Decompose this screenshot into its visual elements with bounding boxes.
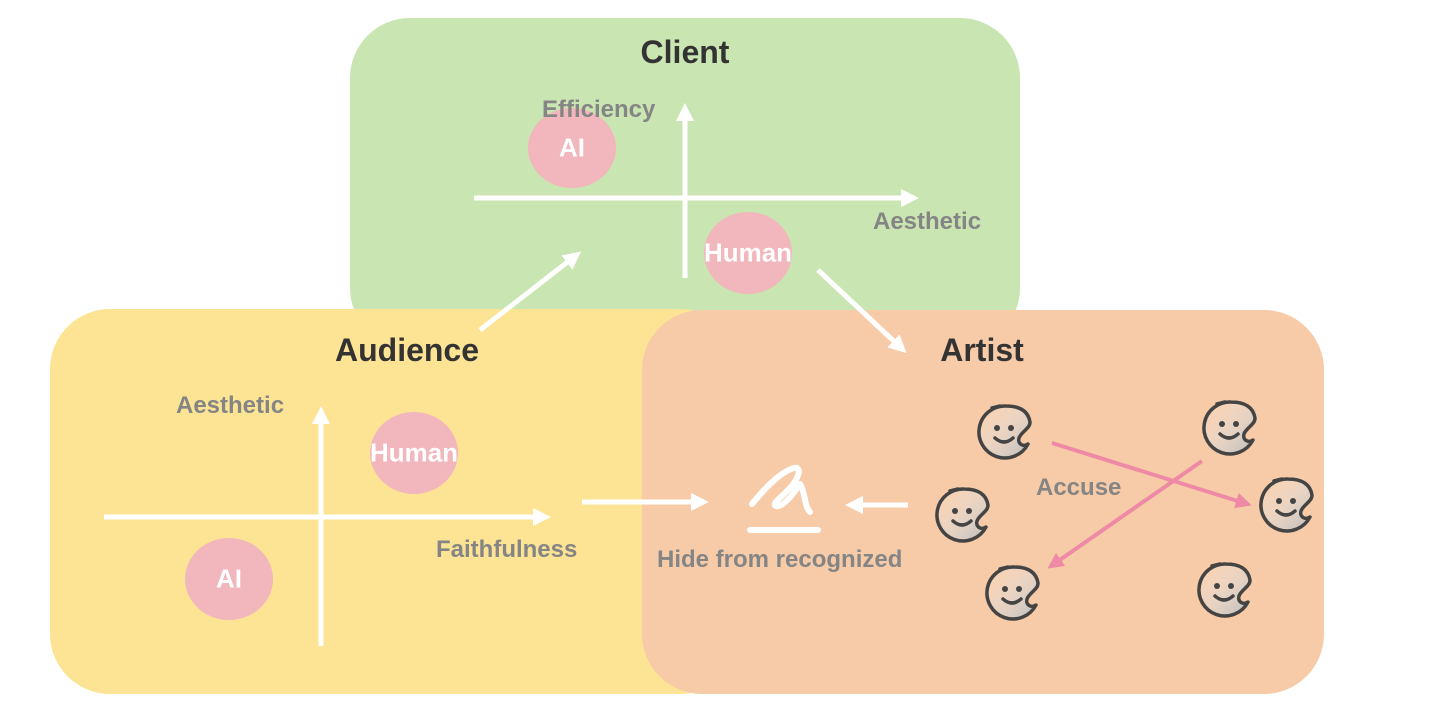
audience-x-axis-label: Faithfulness (436, 536, 578, 563)
audience-to-client-arrow (478, 251, 582, 332)
accuse-arrow-2 (1047, 459, 1204, 569)
accuse-label: Accuse (1036, 474, 1122, 501)
artist-face-icon-3 (935, 487, 990, 543)
audience-human-blob (370, 412, 458, 494)
audience-human-label: Human (369, 437, 459, 468)
client-ai-blob (528, 108, 616, 188)
audience-y-axis-label: Aesthetic (176, 392, 285, 419)
audience-ai-label: AI (216, 563, 242, 594)
audience-title: Audience (334, 332, 480, 368)
hide-label: Hide from recognized (657, 546, 903, 573)
artist-title: Artist (940, 332, 1024, 368)
artist-face-icon-2 (1202, 400, 1257, 456)
artist-face-icon-5 (985, 565, 1040, 621)
accuse-arrow-1 (1051, 441, 1252, 509)
client-human-blob (704, 212, 792, 294)
artist-face-icon-1 (977, 404, 1032, 460)
artist-face-icon-6 (1197, 562, 1252, 618)
client-ai-label: AI (559, 132, 585, 163)
artist-face-icon-4 (1259, 477, 1314, 533)
client-human-label: Human (703, 237, 793, 268)
client-y-axis-label: Efficiency (542, 96, 656, 123)
audience-ai-blob (185, 538, 273, 620)
client-x-axis-label: Aesthetic (873, 208, 982, 235)
signature-icon (747, 464, 821, 533)
client-title: Client (640, 34, 730, 70)
client-to-artist-arrow (816, 268, 907, 354)
